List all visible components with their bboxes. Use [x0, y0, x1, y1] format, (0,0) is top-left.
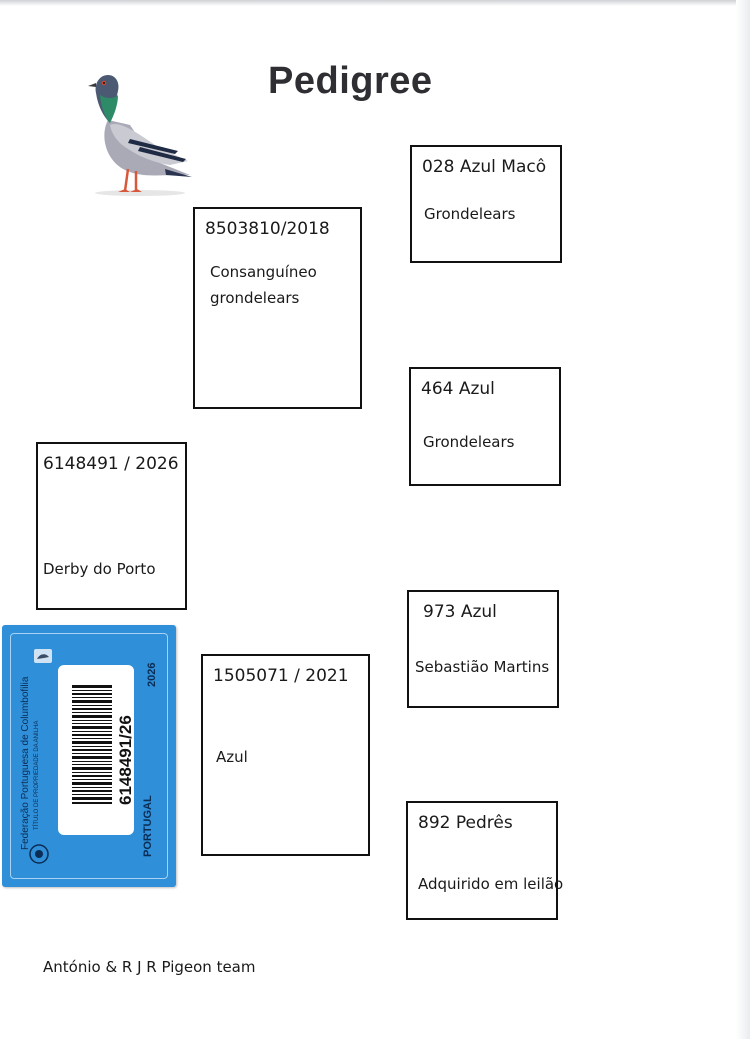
- federation-logo-icon: [34, 649, 52, 663]
- ring-label: 028 Azul Macô: [422, 157, 547, 177]
- pigeon-icon: [88, 75, 192, 196]
- card-federation: Federação Portuguesa de Columbofilia: [20, 676, 31, 850]
- pedigree-box-subject: 6148491 / 2026 Derby do Porto: [36, 442, 187, 610]
- card-subtitle: TÍTULO DE PROPRIEDADE DA ANILHA: [34, 720, 40, 830]
- note-label: Consanguíneo: [210, 263, 317, 281]
- pedigree-box-dam-sire: 973 Azul Sebastião Martins: [407, 590, 559, 708]
- note-label: Grondelears: [424, 205, 516, 223]
- scan-edge-right: [736, 0, 750, 1039]
- ring-label: 1505071 / 2021: [213, 666, 349, 686]
- note-label: Derby do Porto: [43, 560, 156, 578]
- ring-label: 6148491 / 2026: [43, 454, 179, 474]
- note-label: Azul: [216, 748, 248, 766]
- pedigree-box-sire-dam: 464 Azul Grondelears: [409, 367, 561, 486]
- pedigree-box-sire: 8503810/2018 Consanguíneo grondelears: [193, 207, 362, 409]
- card-country: PORTUGAL: [142, 795, 154, 857]
- footer-owner: António & R J R Pigeon team: [43, 958, 256, 976]
- ring-label: 973 Azul: [423, 602, 497, 622]
- card-year: 2026: [146, 662, 158, 687]
- card-ring-number: 6148491/26: [116, 715, 135, 805]
- card-border: [10, 633, 168, 879]
- ring-label: 892 Pedrês: [418, 813, 513, 833]
- note-label-2: grondelears: [210, 289, 300, 307]
- pedigree-box-dam: 1505071 / 2021 Azul: [201, 654, 370, 856]
- note-label: Adquirido em leilão: [418, 875, 564, 893]
- barcode-icon: [72, 685, 112, 804]
- note-label: Grondelears: [423, 433, 515, 451]
- ring-label: 464 Azul: [421, 379, 495, 399]
- seal-icon: [29, 844, 49, 864]
- page-title: Pedigree: [268, 60, 433, 102]
- ring-label: 8503810/2018: [205, 219, 330, 239]
- note-label: Sebastião Martins: [415, 658, 550, 676]
- ring-ownership-card: Federação Portuguesa de Columbofilia TÍT…: [2, 625, 176, 887]
- pedigree-box-sire-sire: 028 Azul Macô Grondelears: [410, 145, 562, 263]
- scan-edge-top: [0, 0, 750, 6]
- pedigree-box-dam-dam: 892 Pedrês Adquirido em leilão: [406, 801, 563, 920]
